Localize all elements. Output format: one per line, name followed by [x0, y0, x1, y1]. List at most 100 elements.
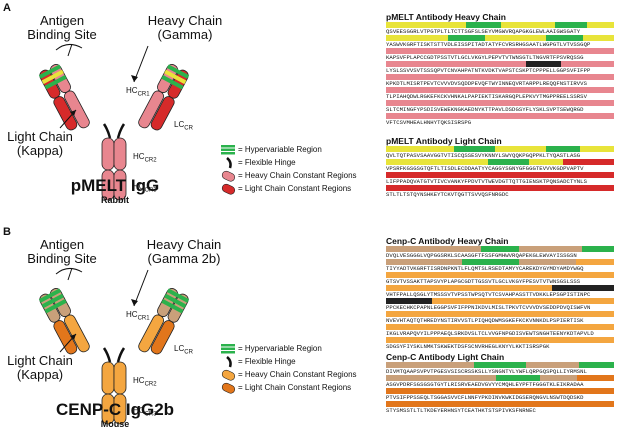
hc-cr2-label: HCCR2: [133, 376, 157, 388]
region-bar: [386, 100, 614, 106]
sequence-line: YASWVKGRFTISKTSTTVDLEISSPITADTATYFCVRSRH…: [386, 41, 591, 48]
flexible-hinge: [102, 347, 126, 363]
sequence-line: TLPIAHQDWLRGKEFKCKVHNKALPAPIEKTISKARGQPL…: [386, 93, 588, 100]
region-bar: [386, 362, 614, 368]
light-chain-sequence: pMELT Antibody Light Chain QVLTQTPASVSAA…: [386, 136, 614, 198]
hc-cr3-label: HCCR3: [133, 182, 157, 194]
region-bar: [386, 61, 614, 67]
left-hypervariable-band: [41, 293, 64, 309]
legend-item: = Light Chain Constant Regions: [220, 381, 380, 394]
right-hypervariable-band: [161, 75, 184, 90]
region-bar: [386, 185, 614, 191]
antigen-arrow: [67, 43, 73, 57]
light-arrow-head: [70, 110, 76, 116]
region-bar: [386, 87, 614, 93]
region-bar: [386, 22, 614, 28]
heavy-arrow: [133, 45, 149, 83]
light-chain-sequence: Cenp-C Antibody Light Chain DIVMTQAAPSVP…: [386, 352, 614, 414]
region-bar: [386, 35, 614, 41]
hypervariable-swatch-icon: [221, 144, 235, 154]
region-bar: [386, 172, 614, 178]
region-bar: [386, 401, 614, 407]
region-bar: [386, 298, 614, 304]
sequence-line: KAPSVFPLAPCCGDTPSSTVTLGCLVKGYLPEPVTVTWNS…: [386, 54, 584, 61]
species-label: Rabbit: [101, 195, 129, 205]
antigen-binding-label: Antigen Binding Site: [27, 237, 97, 266]
right-hypervariable-band: [161, 299, 184, 314]
sequence-line: PPCKECHKCPAPNLEGGPSVFIFPPNIKDVLMISLTPKVT…: [386, 304, 591, 311]
sequence-line: VHTFPALLQSGLYTMSSSVTVPSSTWPSQTVTCSVAHPAS…: [386, 291, 591, 298]
sequence-line: QVLTQTPASVSAAVGGTVTISCQSSESVYKNNYLSWYQQK…: [386, 152, 581, 159]
legend-item: = Hypervariable Region: [220, 143, 380, 156]
sequence-line: QSVEESGGRLVTPGTPLTLTCTTSGFSLSEYVMGWVRQAP…: [386, 28, 581, 35]
sequence-line: VPSRFKGSGSGTQFTLTISDLECDDAATYYCAGGYSGNYG…: [386, 165, 584, 172]
heavy-chain-title: pMELT Antibody Heavy Chain: [386, 12, 506, 22]
panel-letter: A: [3, 2, 11, 14]
hc-cr1-label: HCCR1: [126, 86, 150, 98]
right-hypervariable-band: [166, 64, 190, 79]
hc-cr2-label: HCCR2: [133, 152, 157, 164]
legend-item: = Flexible Hinge: [220, 156, 380, 169]
left-fab-arm: [38, 64, 90, 131]
left-hypervariable-band: [38, 64, 62, 79]
region-bar: [386, 375, 614, 381]
sequence-line: LIFPPADQVATGTVTIVCVANKYFPDVTVTWEVDGTTQTT…: [386, 178, 588, 185]
legend: = Hypervariable Region = Flexible Hinge …: [220, 143, 380, 195]
flexible-hinge: [102, 123, 126, 139]
antibody-diagram: [38, 267, 190, 425]
legend-label: = Light Chain Constant Regions: [238, 184, 352, 193]
sequence-line: DVQLVESGGGLVQPGGSRKLSCAASGFTFSSFGMHWVRQA…: [386, 252, 577, 259]
sequence-line: ASGVPDRFSGSGSGTGYTLRISRVEAEDVGVYYCMQHLEY…: [386, 381, 584, 388]
legend-label: = Flexible Hinge: [238, 357, 296, 366]
fc-heavy-cr3-right: [113, 169, 127, 201]
fc-heavy-cr2-right: [113, 361, 127, 395]
region-bar: [386, 113, 614, 119]
region-bar: [386, 337, 614, 343]
legend-item: = Light Chain Constant Regions: [220, 182, 380, 195]
left-hypervariable-band: [44, 299, 67, 314]
region-bar: [386, 272, 614, 278]
light-constant-swatch-icon: [221, 382, 236, 394]
left-fab-arm: [38, 288, 90, 355]
left-hypervariable-band: [38, 288, 62, 303]
sequence-line: SDGSYFIYSKLNMKTSKWEKTDSFSCNVRHEGLKNYYLKK…: [386, 343, 550, 350]
lc-cr-label: LCCR: [174, 344, 193, 356]
right-fab-arm: [138, 64, 190, 131]
hypervariable-swatch-icon: [221, 343, 235, 353]
legend-label: = Heavy Chain Constant Regions: [238, 171, 357, 180]
region-bar: [386, 324, 614, 330]
legend-label: = Heavy Chain Constant Regions: [238, 370, 357, 379]
fc-heavy-cr2-left: [101, 361, 115, 395]
sequence-line: STLTLTSTQYNSHKEYTCKVTQGTTSVVQSFNRGDC: [386, 191, 509, 198]
heavy-constant-swatch-icon: [221, 369, 236, 381]
light-chain-label: Light Chain (Kappa): [7, 353, 73, 382]
light-constant-swatch-icon: [221, 183, 236, 195]
sequence-line: TIYYADTVKGRFTISRDNPKNTLFLQMTSLRSEDTAMYYC…: [386, 265, 584, 272]
light-arrow-head: [70, 334, 76, 340]
legend-item: = Flexible Hinge: [220, 355, 380, 368]
right-hypervariable-band: [164, 293, 187, 309]
heavy-arrow: [133, 269, 149, 307]
hc-cr1-label: HCCR1: [126, 310, 150, 322]
right-hypervariable-band: [164, 69, 187, 85]
antigen-binding-label: Antigen Binding Site: [27, 13, 97, 42]
sequence-line: NVEVHTAQTQTHREDYNSTIRVVSTLPIQHQDWMSGKEFK…: [386, 317, 584, 324]
antigen-arrow: [67, 267, 73, 281]
heavy-chain-label: Heavy Chain (Gamma): [147, 13, 223, 42]
left-hypervariable-band: [41, 69, 64, 85]
antibody-diagram: [38, 43, 190, 201]
heavy-chain-label: Heavy Chain (Gamma 2b): [146, 237, 222, 266]
legend-item: = Heavy Chain Constant Regions: [220, 169, 380, 182]
heavy-arrow-head: [131, 299, 138, 306]
heavy-constant-swatch-icon: [221, 170, 236, 182]
sequence-line: KPKDTLMISRTPEVTCVVVDVSQDDPEVQFTWYINNEQVR…: [386, 80, 588, 87]
fc-heavy-cr2-right: [113, 137, 127, 171]
legend-label: = Light Chain Constant Regions: [238, 383, 352, 392]
region-bar: [386, 74, 614, 80]
sequence-line: VFTCSVMHEALHNHYTQKSISRSPG: [386, 119, 472, 126]
antigen-bracket: [55, 44, 83, 51]
antigen-bracket: [55, 268, 83, 275]
legend-label: = Hypervariable Region: [238, 344, 322, 353]
region-bar: [386, 48, 614, 54]
fc-heavy-cr3-right: [113, 393, 127, 425]
